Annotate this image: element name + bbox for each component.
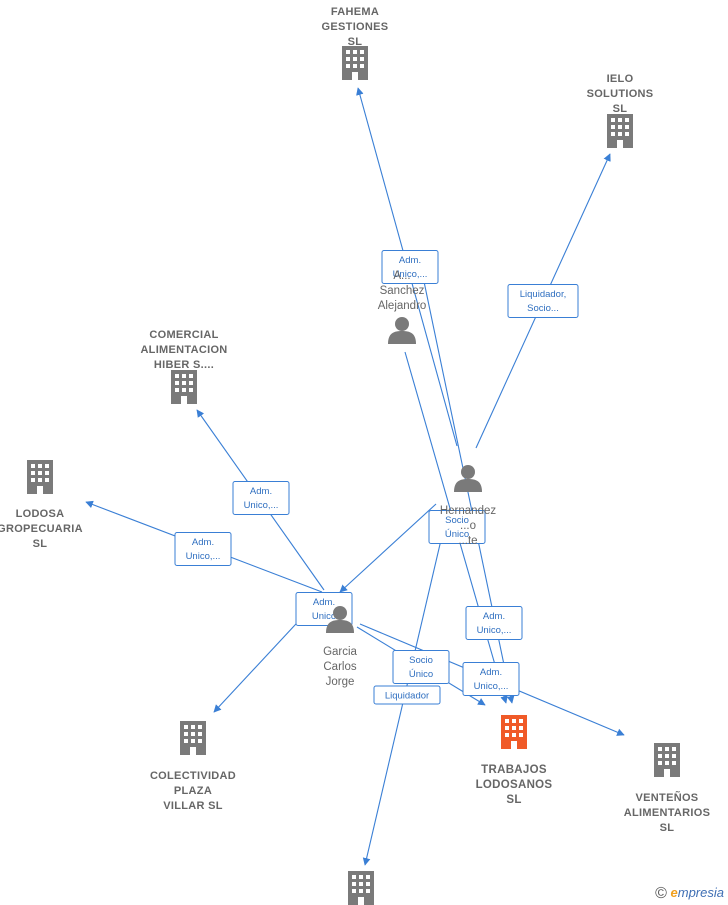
relation-label-box[interactable] xyxy=(465,606,523,640)
node-label-line: SL xyxy=(613,103,628,115)
node-label-line: COLECTIVIDAD xyxy=(150,770,236,782)
node-label-line: SOLUTIONS xyxy=(587,88,654,100)
building-icon[interactable] xyxy=(180,721,206,755)
relation-label-r4[interactable]: Adm. Unico,... xyxy=(174,532,232,566)
relation-label-text: Liquidador xyxy=(385,691,429,702)
relation-label-text: Unico,... xyxy=(474,681,509,692)
node-label-line: LODOSANOS xyxy=(476,779,553,791)
node-label-line: ...o xyxy=(460,520,476,532)
relation-labels-layer: Adm. Unico,... Liquidador, Socio... Adm. Unic… xyxy=(174,250,579,705)
relation-label-text: Unico xyxy=(312,611,336,622)
person-icon[interactable] xyxy=(388,317,416,344)
node-label-line: IELO xyxy=(607,73,634,85)
brand-logo-e: e xyxy=(670,885,678,900)
relation-label-box[interactable] xyxy=(373,685,441,705)
node-label-line: LODOSA xyxy=(16,508,65,520)
brand-logo-text: mpresia xyxy=(677,885,724,900)
relation-edge xyxy=(339,503,437,593)
person-node-hernandez[interactable]: Hernandez ...o ...te xyxy=(440,465,497,547)
building-icon[interactable] xyxy=(342,46,368,80)
node-label-line: GROPECUARIA xyxy=(0,523,83,535)
relation-label-text: Único xyxy=(409,669,433,680)
company-node-comercial[interactable]: COMERCIAL ALIMENTACION HIBER S.... xyxy=(140,329,227,404)
relation-label-r1[interactable]: Adm. Unico,... xyxy=(381,250,439,284)
relation-label-text: Socio xyxy=(409,655,433,666)
relation-label-text: Unico,... xyxy=(477,625,512,636)
relation-label-r7[interactable]: Adm. Unico,... xyxy=(465,606,523,640)
relation-label-text: Adm. xyxy=(399,255,421,266)
node-label-line: Hernandez xyxy=(440,505,497,517)
relation-label-text: Adm. xyxy=(313,597,335,608)
relation-label-box[interactable] xyxy=(507,284,579,318)
relation-label-text: Adm. xyxy=(480,667,502,678)
relation-label-text: Unico,... xyxy=(393,269,428,280)
building-icon[interactable] xyxy=(654,743,680,777)
node-label-line: SL xyxy=(348,36,363,48)
edges-layer xyxy=(85,87,625,866)
node-label-line: Carlos xyxy=(323,661,356,673)
company-node-bottom[interactable] xyxy=(348,871,374,905)
relation-label-box[interactable] xyxy=(381,250,439,284)
relation-label-text: Socio xyxy=(445,515,469,526)
node-label-line: HIBER S.... xyxy=(154,359,214,371)
relation-label-box[interactable] xyxy=(462,662,520,696)
relation-label-text: Adm. xyxy=(192,537,214,548)
relation-label-text: Liquidador, xyxy=(520,289,566,300)
node-label-line: PLAZA xyxy=(174,785,212,797)
empresia-footer: © empresia xyxy=(655,885,724,903)
relation-label-text: Socio... xyxy=(527,303,559,314)
relation-label-text: Único xyxy=(445,529,469,540)
node-label-line: ALIMENTACION xyxy=(140,344,227,356)
node-label-line: Jorge xyxy=(326,676,355,688)
node-label-line: Garcia xyxy=(323,646,357,658)
relation-label-text: Adm. xyxy=(483,611,505,622)
relation-label-r2[interactable]: Liquidador, Socio... xyxy=(507,284,579,318)
company-node-trabajos[interactable]: TRABAJOS LODOSANOS SL xyxy=(476,715,553,806)
relation-label-r9[interactable]: Adm. Unico,... xyxy=(462,662,520,696)
node-label-line: Alejandro xyxy=(378,300,427,312)
building-icon[interactable] xyxy=(27,460,53,494)
building-icon[interactable] xyxy=(607,114,633,148)
relation-label-box[interactable] xyxy=(392,650,450,684)
building-icon[interactable] xyxy=(348,871,374,905)
person-icon[interactable] xyxy=(454,465,482,492)
node-label-line: FAHEMA xyxy=(331,6,379,18)
node-label-line: GESTIONES xyxy=(322,21,389,33)
node-label-line: SL xyxy=(33,538,48,550)
nodes-layer: FAHEMA GESTIONES SL IELO SOLUTIONS SL COMERCIA… xyxy=(0,6,710,905)
company-node-ventenos[interactable]: VENTEÑOS ALIMENTARIOS SL xyxy=(624,743,711,834)
node-label-line: Sanchez xyxy=(380,285,425,297)
node-label-line: VENTEÑOS xyxy=(636,791,699,804)
copyright-icon: © xyxy=(655,885,667,902)
node-label-line: VILLAR SL xyxy=(163,800,223,812)
company-node-lodosa[interactable]: LODOSA GROPECUARIA SL xyxy=(0,460,83,550)
node-label-line: SL xyxy=(506,794,521,806)
relation-label-text: Unico,... xyxy=(186,551,221,562)
relation-label-box[interactable] xyxy=(174,532,232,566)
node-label-line: COMERCIAL xyxy=(149,329,218,341)
relation-label-text: Adm. xyxy=(250,486,272,497)
building-icon[interactable] xyxy=(501,715,527,749)
company-node-fahema[interactable]: FAHEMA GESTIONES SL xyxy=(322,6,389,80)
relation-label-r10[interactable]: Liquidador xyxy=(373,685,441,705)
node-label-line: A... xyxy=(393,270,410,282)
company-node-ielo[interactable]: IELO SOLUTIONS SL xyxy=(587,73,654,148)
node-label-line: ALIMENTARIOS xyxy=(624,807,711,819)
node-label-line: ...te xyxy=(458,535,477,547)
relation-label-box[interactable] xyxy=(428,510,486,544)
relation-label-box[interactable] xyxy=(232,481,290,515)
relation-label-text: Unico,... xyxy=(244,500,279,511)
relation-label-r3[interactable]: Adm. Unico,... xyxy=(232,481,290,515)
node-label-line: TRABAJOS xyxy=(481,764,547,776)
building-icon[interactable] xyxy=(171,370,197,404)
node-label-line: SL xyxy=(660,822,675,834)
company-node-colectividad[interactable]: COLECTIVIDAD PLAZA VILLAR SL xyxy=(150,721,236,812)
